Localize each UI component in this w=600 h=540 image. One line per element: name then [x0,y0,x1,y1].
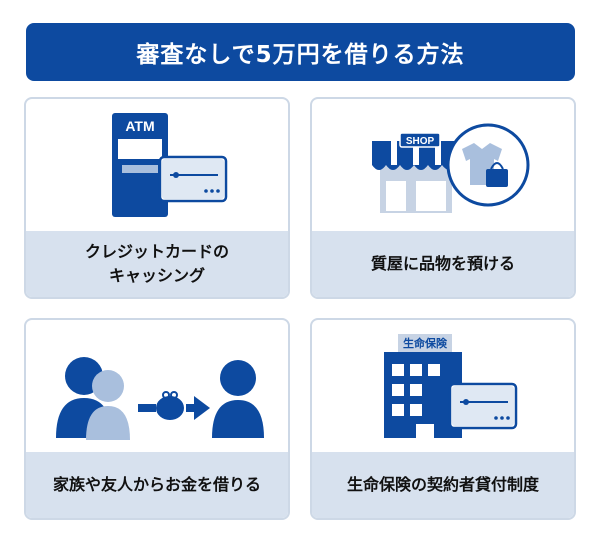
card-credit-card-cashing: ATM クレジットカードの キャッシング [24,97,290,299]
life-insurance-illustration: 生命保険 [312,320,574,452]
atm-sign: ATM [125,118,154,134]
header-banner: 審査なしで5万円を借りる方法 [26,23,575,81]
arrow-right-icon [186,396,210,420]
card-label-line: 生命保険の契約者貸付制度 [346,475,539,494]
shop-icon: SHOP [372,132,460,213]
pawn-shop-illustration: SHOP [312,99,574,231]
card-label: クレジットカードの キャッシング [26,231,288,297]
insurance-sign: 生命保険 [403,336,448,350]
shop-sign: SHOP [406,136,435,147]
shirt-and-bag-icon [446,123,530,207]
card-label-line: 家族や友人からお金を借りる [52,475,261,494]
person-icon [86,370,130,440]
atm-icon: ATM [112,113,168,217]
wallet-icon [138,391,184,420]
card-label-line: クレジットカードの [84,242,229,261]
card-life-insurance-loan: 生命保険 生命保険の契約者貸付制度 [310,318,576,520]
card-label-line: キャッシング [108,266,205,285]
page-title: 審査なしで5万円を借りる方法 [136,42,465,68]
card-label: 生命保険の契約者貸付制度 [312,452,574,518]
family-illustration [26,320,288,452]
card-family-friends: 家族や友人からお金を借りる [24,318,290,520]
card-label: 家族や友人からお金を借りる [26,452,288,518]
card-label: 質屋に品物を預ける [312,231,574,297]
atm-illustration: ATM [26,99,288,231]
credit-card-icon [448,382,518,430]
card-pawn-shop: SHOP 質屋に品物を預ける [310,97,576,299]
card-label-line: 質屋に品物を預ける [370,254,515,273]
credit-card-icon [158,155,228,203]
person-icon [212,360,264,438]
